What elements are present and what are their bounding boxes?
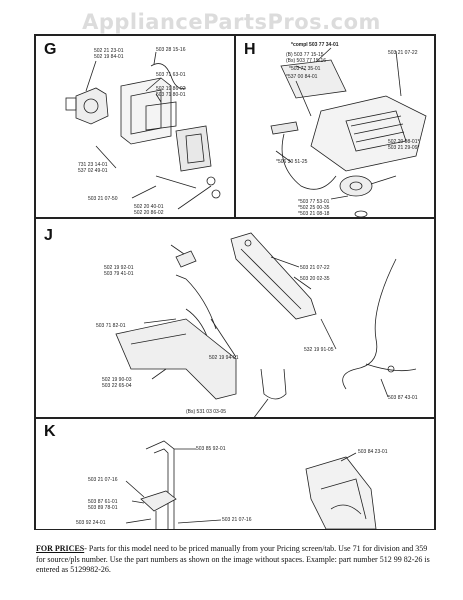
part-number: 503 87 43-01 (388, 395, 418, 401)
part-number: 503 21 07-22 (388, 50, 418, 56)
part-number: 502 19 90-03 (102, 377, 132, 383)
panel-h: H *compl 503 77 34-01 (B) 503 77 15-15 (… (235, 35, 435, 218)
part-number: (B) 503 77 15-15 (286, 52, 324, 58)
part-number: 503 79 41-01 (104, 271, 134, 277)
part-number: 503 71 80-01 (156, 92, 186, 98)
parts-diagram-sheet: G 502 21 23-01 502 19 84-01 503 28 15-16… (34, 34, 436, 530)
part-number: 502 20 40-01 (134, 204, 164, 210)
part-number: 502 20 08-01* (388, 139, 420, 145)
part-number: 503 28 15-16 (156, 47, 186, 53)
part-number: *503 77 53-01 (298, 199, 330, 205)
watermark: AppliancePartsPros.com (82, 10, 381, 34)
part-number: 503 21 29-09* (388, 145, 420, 151)
part-number: 502 20 86-02 (134, 210, 164, 216)
kit-number: *compl 503 77 34-01 (291, 42, 339, 48)
part-number: 503 21 07-22 (300, 265, 330, 271)
part-number: 502 19 86-02 (156, 86, 186, 92)
part-number: *537 00 84-01 (286, 74, 318, 80)
panel-h-artwork (270, 47, 427, 218)
panel-h-label: H (244, 41, 256, 58)
part-number: 532 19 91-05 (304, 347, 334, 353)
part-number: 503 71 63-01 (156, 72, 186, 78)
part-number: 503 85 92-01 (196, 446, 226, 452)
part-number: 503 21 07-16 (88, 477, 118, 483)
part-number: 503 87 61-01 (88, 499, 118, 505)
part-number: 503 20 02-35 (300, 276, 330, 282)
panel-k: K 503 85 92-01 503 84 23-01 503 21 07-16… (35, 418, 435, 530)
part-number: 502 19 84-01 (94, 54, 124, 60)
panel-j-artwork (115, 232, 417, 419)
part-number: 502 19 92-01 (104, 265, 134, 271)
part-number: (Bs) 531 03 03-05 (186, 409, 227, 415)
panel-j-label: J (44, 227, 53, 244)
panel-j: J 502 19 92-01 503 79 41-01 503 21 07-22… (35, 218, 435, 419)
part-number: 503 84 23-01 (358, 449, 388, 455)
panel-k-artwork (125, 440, 377, 530)
pricing-note: FOR PRICES- Parts for this model need to… (36, 544, 436, 576)
part-number: *503 77 35-01 (289, 66, 321, 72)
pricing-note-lead: FOR PRICES (36, 544, 85, 553)
part-number: 503 89 78-01 (88, 505, 118, 511)
part-number: *503 21 08-18 (298, 211, 330, 217)
part-number: (Bs) 503 77 15-16 (286, 58, 327, 64)
panel-k-label: K (44, 423, 56, 440)
part-number: 503 21 07-16 (222, 517, 252, 523)
part-number: 503 22 65-04 (102, 383, 132, 389)
part-number: 502 21 23-01 (94, 48, 124, 54)
pricing-note-body: - Parts for this model need to be priced… (36, 544, 430, 574)
part-number: 503 21 07-50 (88, 196, 118, 202)
part-number: 537 02 49-01 (78, 168, 108, 174)
panel-g: G 502 21 23-01 502 19 84-01 503 28 15-16… (35, 35, 235, 218)
panel-g-artwork (65, 51, 221, 210)
part-number: 731 23 14-01 (78, 162, 108, 168)
part-number: *506 30 51-25 (276, 159, 308, 165)
part-number: *502 25 00-35 (298, 205, 330, 211)
part-number: 503 92 24-01 (76, 520, 106, 526)
part-number: 503 71 82-01 (96, 323, 126, 329)
panel-g-label: G (44, 41, 57, 58)
part-number: 502 19 94-01 (209, 355, 239, 361)
